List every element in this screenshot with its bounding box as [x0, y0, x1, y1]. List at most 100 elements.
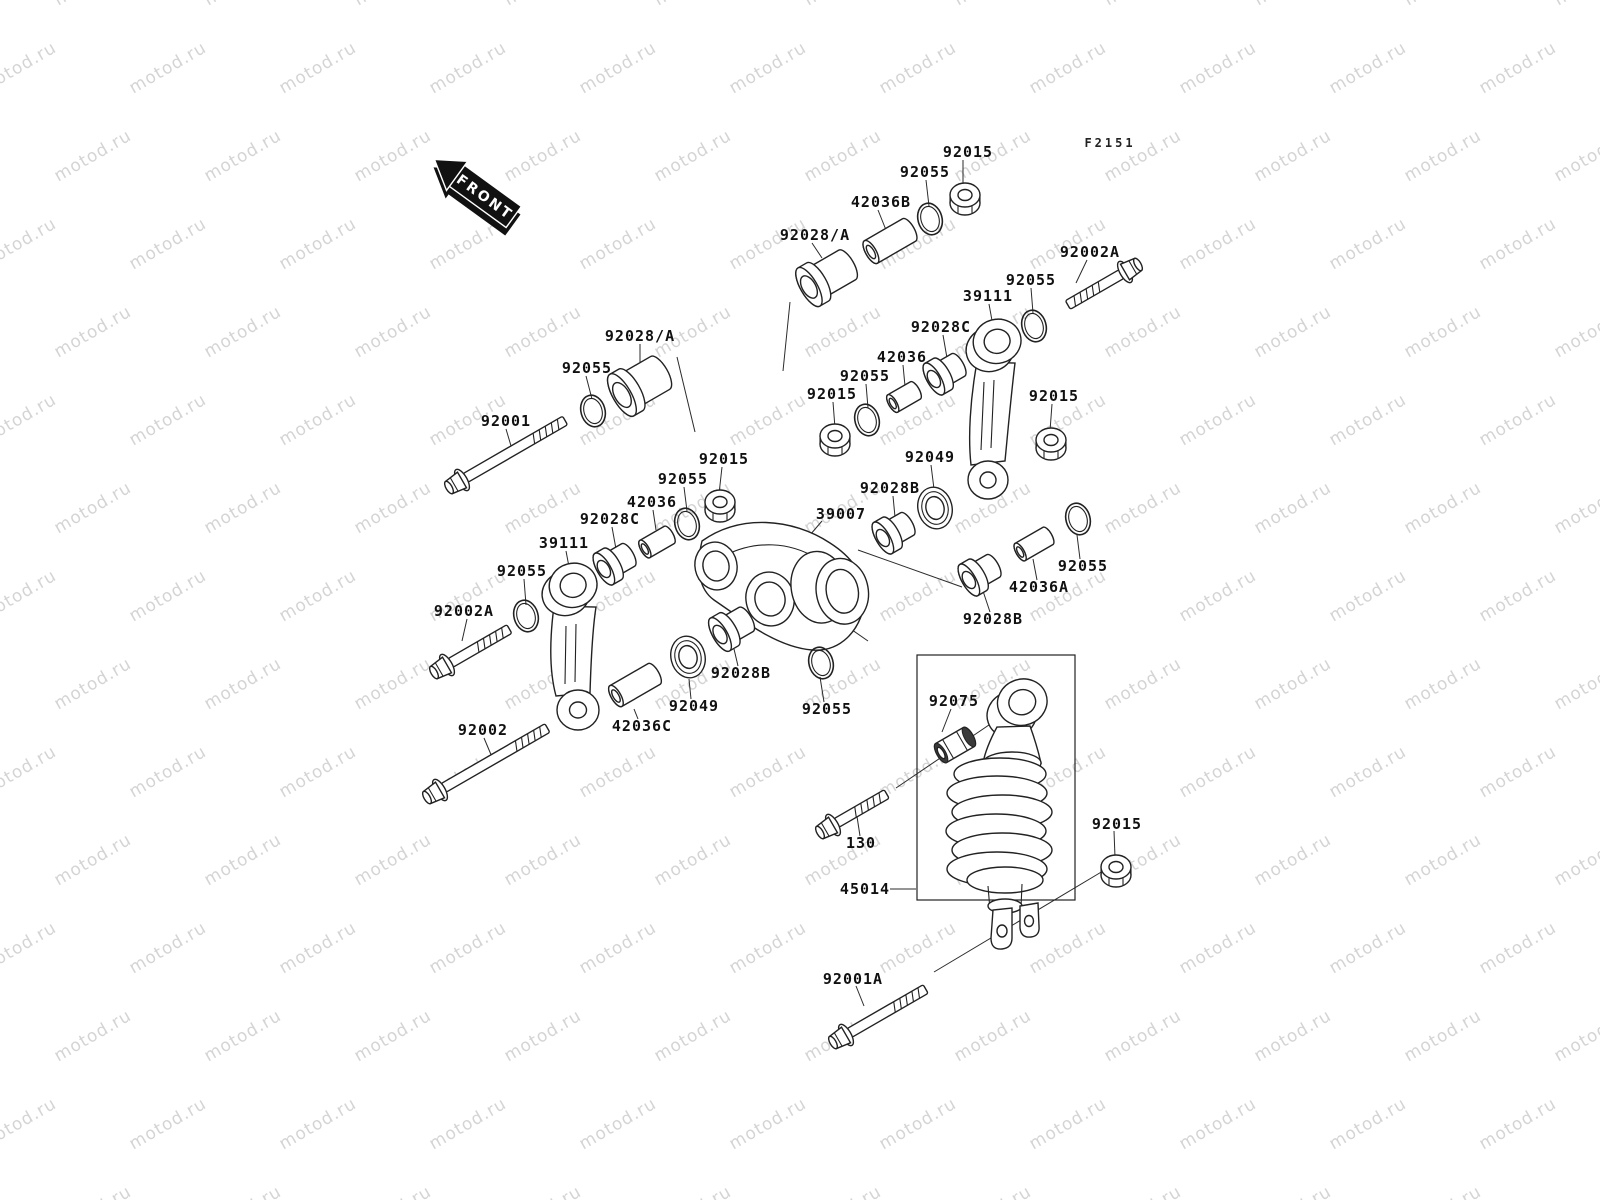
part-label-42036C: 42036C	[611, 717, 673, 735]
generated-parts	[421, 182, 1144, 1050]
part-nut-92015-5	[1100, 854, 1132, 888]
part-label-130: 130	[845, 834, 877, 852]
part-bushing-92075	[933, 726, 977, 764]
leader-line	[925, 179, 930, 207]
part-label-92015: 92015	[698, 450, 750, 468]
part-label-42036A: 42036A	[1008, 578, 1070, 596]
part-bolt-92002	[421, 723, 550, 805]
part-label-92028C: 92028C	[579, 510, 641, 528]
part-arm-39111-left	[541, 562, 600, 731]
leader-line	[483, 737, 493, 758]
leader-line	[782, 301, 791, 372]
part-arm-39111-right	[965, 318, 1022, 500]
part-label-92002A: 92002A	[1059, 243, 1121, 261]
part-collar-42036b	[862, 217, 918, 265]
leader-line	[930, 464, 935, 490]
part-label-92015: 92015	[1091, 815, 1143, 833]
leader-line	[688, 678, 692, 700]
part-label-92055: 92055	[657, 470, 709, 488]
front-arrow-head	[433, 158, 469, 192]
part-label-42036: 42036	[876, 348, 928, 366]
part-seal-92049-2	[670, 635, 706, 679]
part-shock-absorber-45014	[916, 654, 1076, 950]
part-label-92028A: 92028/A	[604, 327, 676, 345]
part-label-45014: 45014	[839, 880, 891, 898]
leader-line	[1030, 287, 1034, 314]
leader-line	[1049, 403, 1053, 432]
part-label-42036: 42036	[626, 493, 678, 511]
part-oring-92055-4	[579, 394, 607, 428]
part-label-92002: 92002	[457, 721, 509, 739]
part-oring-92055-8	[807, 646, 835, 680]
part-label-92028C: 92028C	[910, 318, 972, 336]
part-label-92001: 92001	[480, 412, 532, 430]
leader-line	[1075, 259, 1088, 284]
leader-line	[811, 242, 823, 259]
part-label-39007: 39007	[815, 505, 867, 523]
part-label-92055: 92055	[561, 359, 613, 377]
leader-line	[855, 985, 865, 1007]
leader-line	[1032, 558, 1038, 581]
leader-line	[857, 549, 963, 588]
leader-line	[733, 648, 739, 667]
part-label-42036B: 42036B	[850, 193, 912, 211]
part-label-92015: 92015	[1028, 387, 1080, 405]
part-nut-92015-3	[1035, 427, 1067, 461]
part-label-92028A: 92028/A	[779, 226, 851, 244]
leader-line	[819, 676, 825, 703]
leader-line	[652, 509, 657, 531]
part-bolt-92002a-right	[1065, 257, 1144, 310]
part-collar-42036a	[1013, 526, 1055, 562]
part-label-92049: 92049	[904, 448, 956, 466]
leader-line	[633, 708, 639, 720]
part-label-92055: 92055	[496, 562, 548, 580]
part-oring-92055-3	[853, 403, 881, 437]
part-collar-42036-top	[885, 380, 923, 414]
leader-line	[877, 209, 887, 231]
part-nut-92015-4	[704, 489, 736, 523]
figure-code: F2151	[1084, 136, 1136, 150]
part-label-39111: 39111	[962, 287, 1014, 305]
part-label-92049: 92049	[668, 697, 720, 715]
part-label-92001A: 92001A	[822, 970, 884, 988]
leader-line	[676, 356, 696, 433]
part-nut-92015-2	[819, 423, 851, 457]
part-label-39111: 39111	[538, 534, 590, 552]
part-nut-92015-1	[949, 182, 981, 216]
part-label-92055: 92055	[839, 367, 891, 385]
leader-line	[892, 495, 896, 518]
part-bolt-92002a-left	[428, 624, 512, 680]
part-collar-42036c	[607, 662, 663, 708]
front-arrow: FRONT	[433, 158, 523, 236]
part-bushing-92028c-left	[592, 542, 637, 586]
leader-line	[461, 618, 468, 642]
leader-line	[611, 526, 617, 550]
part-label-92015: 92015	[806, 385, 858, 403]
leader-line	[1076, 534, 1081, 560]
part-label-92028B: 92028B	[710, 664, 772, 682]
part-bushing-92028c-right	[922, 352, 967, 396]
leader-line	[1113, 830, 1116, 858]
part-label-92028B: 92028B	[859, 479, 921, 497]
leader-line	[941, 708, 952, 733]
part-bolt-92001	[443, 416, 568, 495]
part-bushing-92028b-right	[957, 553, 1002, 597]
part-bushing-92028b-left	[707, 606, 756, 653]
leader-line	[982, 590, 991, 613]
part-label-92028B: 92028B	[962, 610, 1024, 628]
part-bolt-92001a	[827, 984, 929, 1050]
leader-line	[683, 486, 688, 512]
part-seal-92049-1	[917, 486, 953, 530]
part-oring-92055-7	[1064, 502, 1092, 536]
part-bolt-130	[814, 789, 890, 840]
part-oring-92055-1	[916, 202, 944, 236]
part-label-92002A: 92002A	[433, 602, 495, 620]
part-bushing-92028b-top	[871, 511, 916, 555]
part-label-92055: 92055	[1057, 557, 1109, 575]
part-label-92075: 92075	[928, 692, 980, 710]
part-label-92055: 92055	[1005, 271, 1057, 289]
part-collar-42036-mid	[638, 525, 676, 559]
